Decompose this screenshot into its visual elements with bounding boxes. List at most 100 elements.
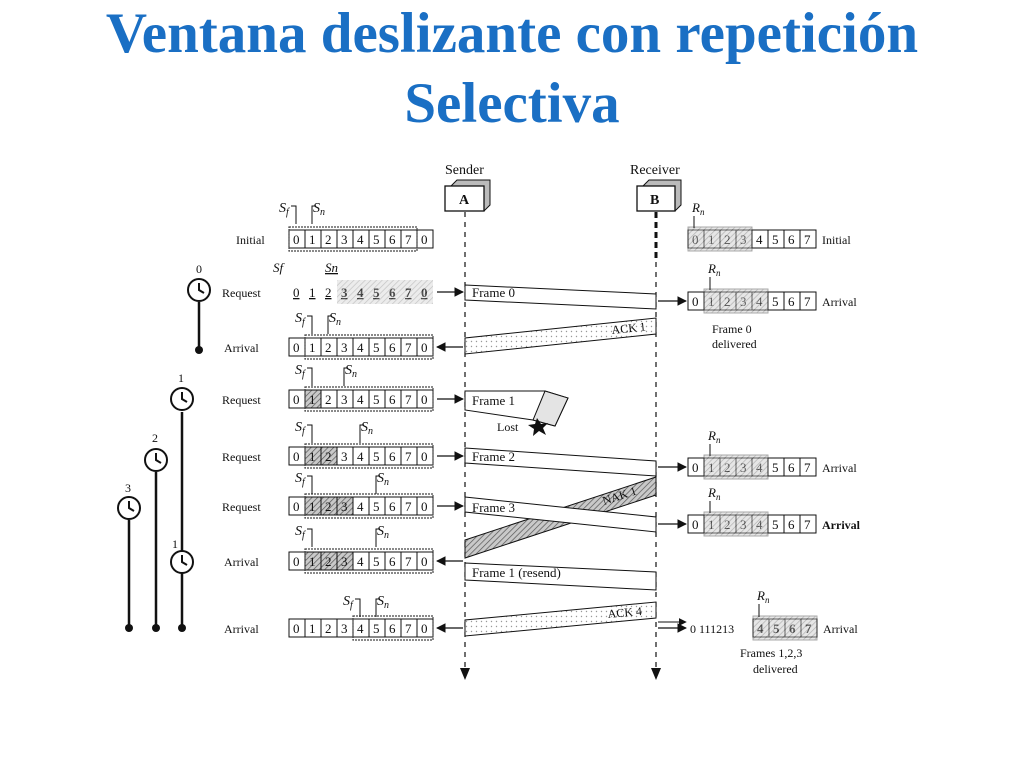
sender-seq-number: 2: [325, 340, 332, 355]
timer-lines: [127, 302, 201, 628]
receiver-seq-number: 0: [692, 460, 699, 475]
sender-seq-number: 1: [309, 554, 316, 569]
receiver-window-frame: [703, 511, 769, 537]
sender-seq-number: 7: [405, 499, 412, 514]
frame-0-arrow: Frame 0: [464, 284, 657, 310]
timer-clock-icon: [144, 448, 168, 472]
sender-seq-number: 1: [309, 449, 316, 464]
sender-seq-number: 2: [325, 232, 332, 247]
sender-seq-number: 2: [325, 554, 332, 569]
sender-seq-number: 4: [357, 621, 364, 636]
receiver-window-frame: [703, 288, 769, 314]
sender-seq-number: 0: [421, 340, 428, 355]
receiver-seq-number: 7: [804, 460, 811, 475]
sender-window-frame: [304, 386, 434, 412]
sender-row-label: Arrival: [224, 622, 259, 636]
timer-clock-icon: [170, 550, 194, 574]
receiver-seq-number: 5: [772, 232, 779, 247]
receiver-row-label: Arrival: [822, 461, 857, 475]
sender-seq-number: 6: [389, 499, 396, 514]
receiver-window-frame: [752, 615, 818, 641]
frame-1-lost-arrow: Frame 1 Lost: [464, 390, 569, 436]
sf-pointer-label: Sf: [295, 420, 306, 437]
sn-pointer-label: Sn: [345, 363, 357, 380]
frame-2-arrow: Frame 2: [464, 447, 657, 477]
sender-seq-number: 4: [357, 340, 364, 355]
sender-seq-number: 3: [341, 499, 348, 514]
sender-seq-number: 7: [405, 392, 412, 407]
sn-pointer-label: Sn: [377, 471, 389, 488]
receiver-label: Receiver: [630, 163, 680, 178]
sender-seq-number: 0: [293, 621, 300, 636]
sn-pointer-label: Sn: [313, 201, 325, 218]
sender-seq-number: 0: [293, 392, 300, 407]
receiver-seq-number: 7: [804, 232, 811, 247]
sender-seq-number: 1: [309, 392, 316, 407]
sender-seq-number: 1: [309, 285, 316, 300]
frame-1-resend-arrow: Frame 1 (resend): [464, 562, 657, 591]
receiver-row-label: Arrival: [823, 622, 858, 636]
sender-seq-number: 7: [405, 449, 412, 464]
frame-3-arrow: Frame 3: [464, 496, 657, 533]
timer-label-1b: 1: [172, 537, 178, 551]
rn-pointer-label: Rn: [707, 428, 721, 445]
timer-label-3: 3: [125, 481, 131, 495]
lost-label: Lost: [497, 420, 519, 434]
sender-row-label: Initial: [236, 233, 265, 247]
sender-seq-number: 4: [357, 499, 364, 514]
sender-row-label: Request: [222, 500, 261, 514]
sender-seq-number: 5: [373, 340, 380, 355]
sender-seq-number: 0: [421, 499, 428, 514]
sender-window-frame: [337, 280, 433, 304]
receiver-seq-cell: [799, 229, 817, 249]
ack-4-arrow: ACK 4: [464, 601, 657, 637]
timer-clock-icon: [170, 387, 194, 411]
rn-pointer-label: Rn: [707, 261, 721, 278]
sender-window-frame: [352, 615, 434, 641]
sender-window-frame: [304, 443, 434, 469]
sender-seq-number: 1: [309, 499, 316, 514]
ack-4-label: ACK 4: [607, 604, 642, 621]
sender-seq-number: 6: [389, 449, 396, 464]
sender-seq-number: 5: [373, 499, 380, 514]
sf-pointer-label: Sf: [343, 594, 354, 611]
receiver-window-frame: [687, 226, 753, 252]
receiver-seq-cell: [799, 291, 817, 311]
sender-window-frame: [304, 334, 434, 360]
sender-seq-number: 2: [325, 621, 332, 636]
sender-seq-number: 5: [373, 392, 380, 407]
sender-seq-number: 0: [293, 285, 300, 300]
sender-seq-number: 5: [373, 232, 380, 247]
lost-star-icon: [528, 418, 548, 436]
sender-seq-number: 6: [389, 621, 396, 636]
receiver-row-label: Arrival: [822, 518, 861, 532]
sf-pointer-label: Sf: [295, 311, 306, 328]
sender-seq-number: 4: [357, 449, 364, 464]
sender-seq-number: 6: [389, 340, 396, 355]
sf-pointer-label: Sf: [295, 524, 306, 541]
frame-0-label: Frame 0: [472, 285, 515, 300]
receiver-seq-number: 5: [772, 294, 779, 309]
sender-seq-number: 7: [405, 340, 412, 355]
sender-seq-number: 1: [309, 621, 316, 636]
sender-seq-number: 7: [405, 232, 412, 247]
sender-window-frame: [288, 226, 418, 252]
sender-seq-number: 6: [389, 554, 396, 569]
sender-seq-number: 1: [309, 232, 316, 247]
receiver-seq-cell: [799, 514, 817, 534]
sender-seq-number: 0: [421, 554, 428, 569]
sf-pointer-label: Sf: [295, 363, 306, 380]
receiver-seq-number: 0: [692, 294, 699, 309]
sn-pointer-label: Sn: [377, 594, 389, 611]
sender-seq-number: 0: [293, 340, 300, 355]
